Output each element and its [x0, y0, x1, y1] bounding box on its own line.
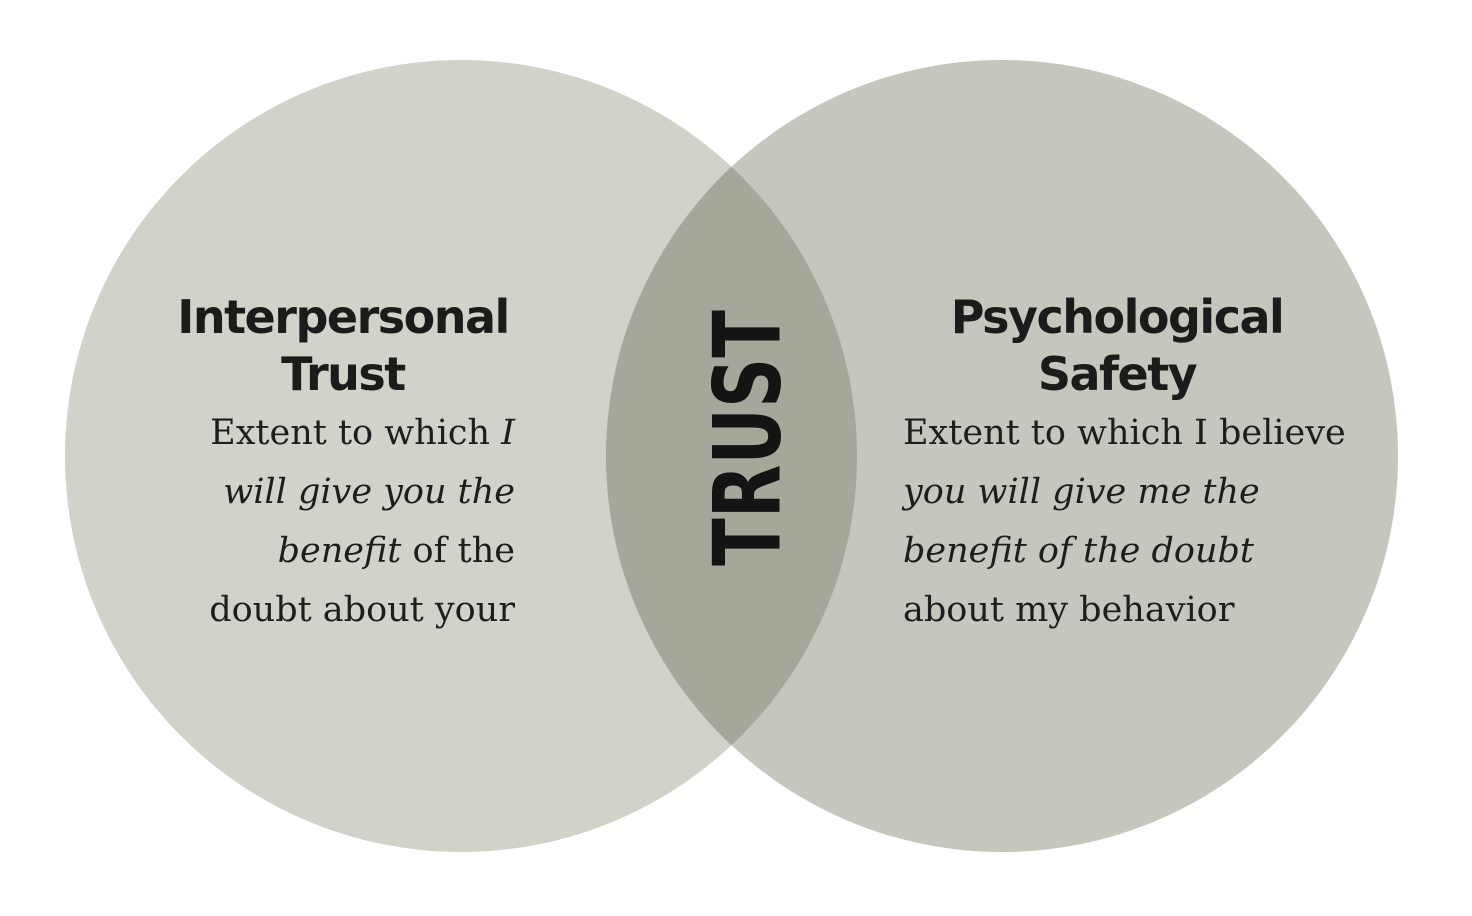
body-line: benefit of the	[277, 531, 515, 571]
left-circle-description: Extent to which I will give you the benefi…	[165, 404, 515, 640]
left-circle-title-line1: Interpersonal	[177, 290, 510, 344]
right-circle-title: Psychological Safety	[917, 289, 1317, 403]
left-circle-shape	[65, 60, 857, 852]
body-line: Extent to which I believe	[903, 413, 1346, 453]
body-line: Extent to which I	[210, 413, 515, 453]
right-circle-title-line2: Safety	[1037, 347, 1198, 401]
body-line: will give you the	[223, 472, 515, 512]
right-circle-description: Extent to which I believe you will give m…	[903, 404, 1383, 640]
right-circle-title-line1: Psychological	[950, 290, 1285, 344]
right-circle-shape	[606, 60, 1398, 852]
left-circle-title: Interpersonal Trust	[143, 289, 543, 403]
body-line: doubt about your	[209, 590, 515, 630]
left-circle-title-line2: Trust	[281, 347, 406, 401]
body-line: benefit of the doubt	[903, 531, 1254, 571]
body-line: about my behavior	[903, 590, 1235, 630]
overlap-label: TRUST	[693, 310, 802, 566]
body-line: you will give me the	[903, 472, 1260, 512]
